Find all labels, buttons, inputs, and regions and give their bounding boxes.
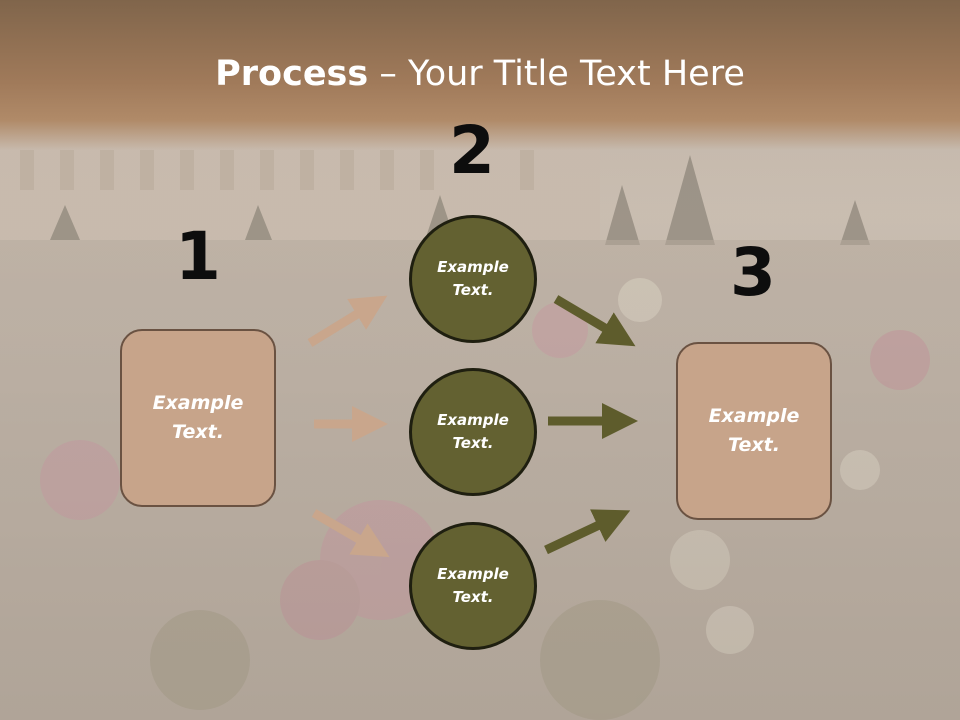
- title-band: [0, 0, 960, 150]
- circle-top-text: Example Text.: [437, 258, 509, 299]
- step-number-3: 3: [730, 234, 776, 311]
- arrow-bottom-to-right: [544, 509, 631, 555]
- slide-title: Process – Your Title Text Here: [0, 52, 960, 96]
- title-rest: – Your Title Text Here: [368, 54, 745, 94]
- step-2-circle-bottom: Example Text.: [409, 522, 537, 650]
- step-1-box-text: Example Text.: [152, 392, 244, 443]
- circle-middle-text: Example Text.: [437, 411, 509, 452]
- step-3-box: Example Text.: [676, 342, 832, 520]
- arrow-left-to-bottom: [311, 509, 390, 558]
- arrow-left-to-top: [307, 295, 388, 347]
- step-3-box-text: Example Text.: [708, 405, 800, 456]
- step-1-box: Example Text.: [120, 329, 276, 507]
- circle-bottom-text: Example Text.: [437, 565, 509, 606]
- step-number-1: 1: [175, 218, 221, 295]
- step-2-circle-middle: Example Text.: [409, 368, 537, 496]
- arrow-top-to-right: [553, 295, 636, 347]
- title-bold: Process: [215, 54, 369, 94]
- step-2-circle-top: Example Text.: [409, 215, 537, 343]
- step-number-2: 2: [449, 112, 495, 189]
